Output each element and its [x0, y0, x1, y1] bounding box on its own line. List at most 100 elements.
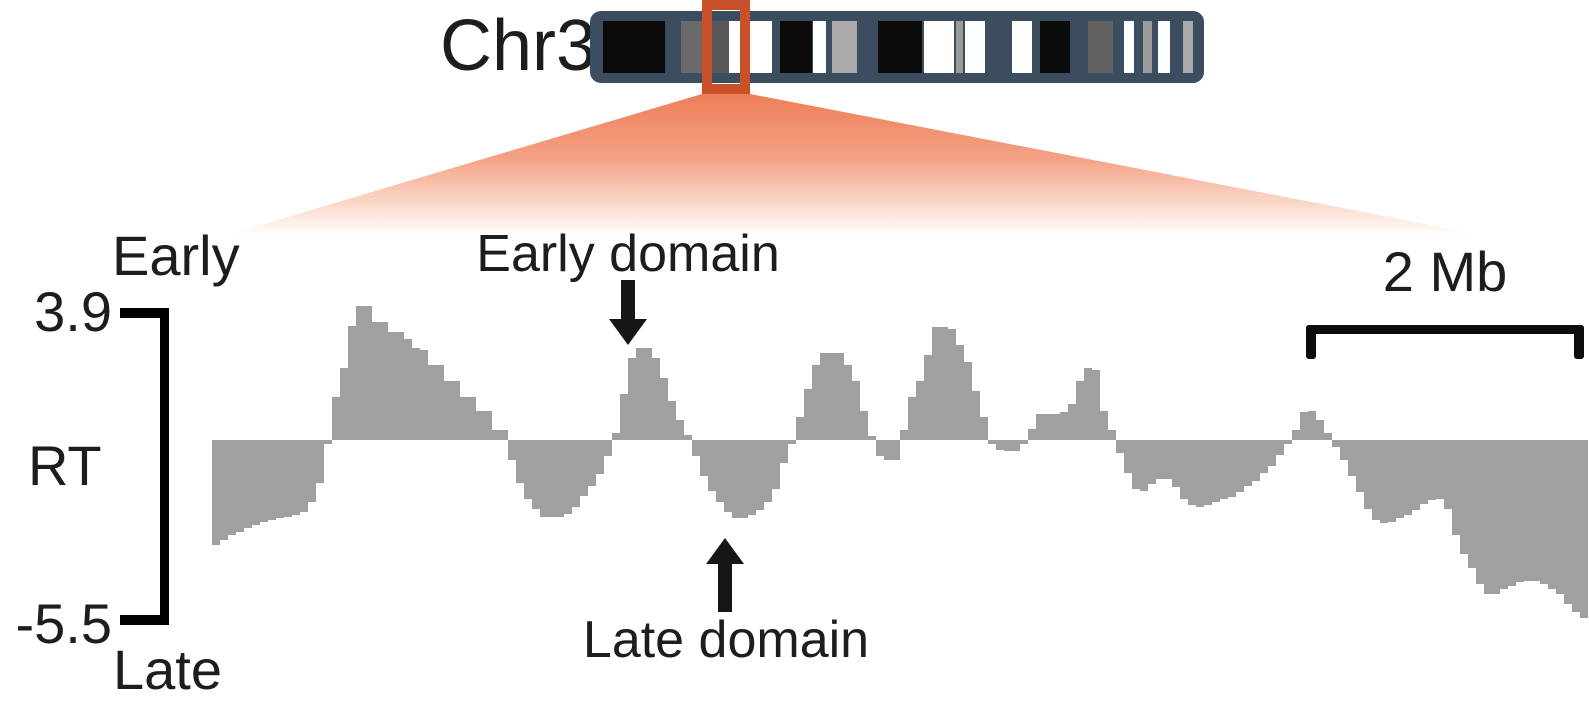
- rt-bar: [436, 364, 444, 440]
- rt-bar: [716, 440, 724, 503]
- ideogram-band: [780, 21, 812, 73]
- rt-bar: [356, 305, 364, 440]
- rt-bar: [628, 358, 636, 440]
- rt-bar: [1076, 381, 1084, 440]
- rt-bar: [1420, 440, 1428, 504]
- rt-bar: [212, 440, 220, 545]
- rt-bar: [1540, 440, 1548, 584]
- rt-bar: [900, 430, 908, 440]
- rt-bar: [1476, 440, 1484, 584]
- rt-bar: [844, 364, 852, 440]
- rt-bar: [1268, 440, 1276, 467]
- rt-bar: [316, 440, 324, 483]
- rt-bar: [1132, 440, 1140, 490]
- axis-rt-label: RT: [28, 434, 102, 497]
- rt-bar: [1276, 440, 1284, 455]
- rt-bar: [1436, 440, 1444, 499]
- rt-bar: [268, 440, 276, 521]
- rt-bar: [852, 381, 860, 440]
- rt-bar: [948, 328, 956, 440]
- rt-bar: [972, 390, 980, 440]
- rt-bar: [1188, 440, 1196, 506]
- rt-bar: [1108, 430, 1116, 440]
- rt-bar: [1412, 440, 1420, 511]
- rt-bar: [404, 338, 412, 440]
- rt-bar: [1572, 440, 1580, 612]
- rt-bar: [1500, 440, 1508, 589]
- scale-bar-line: [1306, 325, 1584, 334]
- rt-bar: [492, 430, 500, 440]
- rt-bar: [1324, 433, 1332, 440]
- rt-bar: [236, 440, 244, 532]
- rt-bar: [644, 348, 652, 440]
- rt-bar: [276, 440, 284, 519]
- late-domain-arrow-up-icon: [718, 562, 732, 612]
- ideogram-band: [1012, 21, 1032, 73]
- y-axis-bracket-line: [160, 308, 169, 625]
- rt-bar: [1020, 440, 1028, 444]
- rt-bar: [1260, 440, 1268, 473]
- late-domain-label: Late domain: [582, 611, 870, 669]
- rt-bar: [1156, 440, 1164, 480]
- ideogram-band: [1143, 21, 1152, 73]
- chromosome-ideogram: [590, 11, 1204, 83]
- rt-bar: [1300, 412, 1308, 440]
- ideogram-band: [603, 21, 665, 73]
- rt-bar: [1396, 440, 1404, 519]
- axis-late-label: Late: [113, 638, 222, 701]
- rt-bar: [460, 397, 468, 440]
- axis-max-value: 3.9: [34, 280, 112, 343]
- rt-bar: [396, 332, 404, 440]
- rt-bar: [524, 440, 532, 499]
- rt-bar: [724, 440, 732, 512]
- rt-bar: [1524, 440, 1532, 581]
- rt-bar: [220, 440, 228, 540]
- rt-bar: [564, 440, 572, 514]
- rt-bar: [1212, 440, 1220, 503]
- rt-bar: [532, 440, 540, 509]
- rt-bar: [1004, 440, 1012, 452]
- rt-bar: [548, 440, 556, 517]
- rt-bar: [300, 440, 308, 512]
- ideogram-band: [1040, 21, 1070, 73]
- rt-bar: [788, 440, 796, 444]
- rt-bar: [908, 397, 916, 440]
- rt-bar: [1140, 440, 1148, 491]
- rt-bar: [860, 410, 868, 440]
- ideogram-bands: [590, 21, 1204, 73]
- rt-bar: [1180, 440, 1188, 499]
- rt-bar: [940, 327, 948, 440]
- ideogram-band: [924, 21, 954, 73]
- rt-bar: [1444, 440, 1452, 509]
- rt-bar: [756, 440, 764, 511]
- rt-bar: [764, 440, 772, 503]
- rt-bar: [676, 420, 684, 440]
- rt-bar: [876, 440, 884, 457]
- region-highlight-box: [702, 0, 750, 94]
- rt-bar: [308, 440, 316, 503]
- early-domain-arrow-down-icon: [621, 280, 635, 321]
- rt-bar: [820, 353, 828, 440]
- rt-bar: [1228, 440, 1236, 498]
- axis-early-label: Early: [112, 224, 240, 287]
- rt-bar: [596, 440, 604, 475]
- rt-bar: [748, 440, 756, 516]
- rt-bar: [812, 364, 820, 440]
- rt-bar: [1580, 440, 1588, 619]
- rt-bar: [444, 381, 452, 440]
- rt-bar: [1084, 368, 1092, 440]
- rt-bar: [1428, 440, 1436, 501]
- rt-bar: [1348, 440, 1356, 476]
- rt-bar: [684, 435, 692, 440]
- axis-min-value: -5.5: [15, 592, 113, 655]
- rt-bar: [364, 305, 372, 440]
- ideogram-band: [965, 21, 985, 73]
- y-axis-bracket-bottom-tick: [120, 615, 169, 625]
- y-axis-bracket-top-tick: [120, 308, 169, 318]
- rt-bar: [636, 348, 644, 440]
- rt-bar: [1252, 440, 1260, 481]
- rt-bar: [828, 353, 836, 440]
- ideogram-band: [956, 21, 963, 73]
- rt-bar: [964, 361, 972, 440]
- rt-bar: [1380, 440, 1388, 524]
